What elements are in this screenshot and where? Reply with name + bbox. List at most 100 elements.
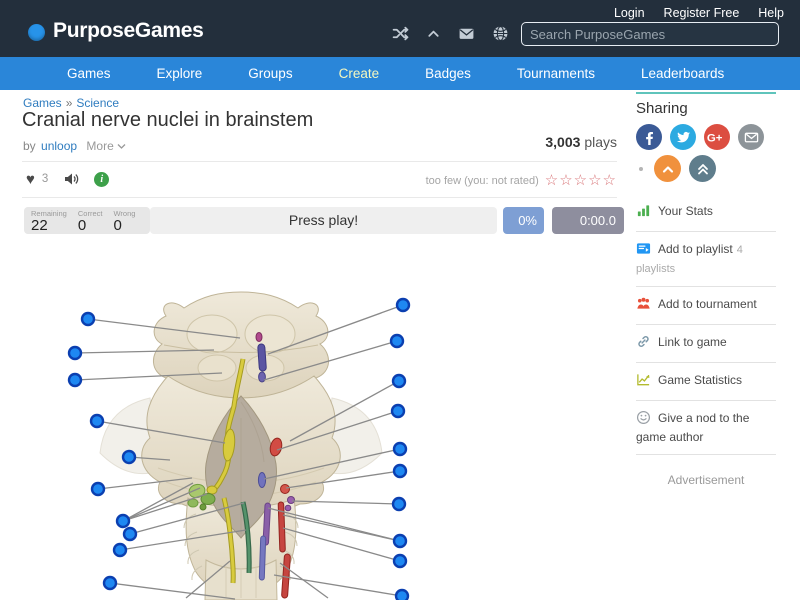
leader-line xyxy=(97,477,193,490)
leader-line xyxy=(263,340,398,381)
sharing-title: Sharing xyxy=(636,100,688,117)
counter-label: Wrong xyxy=(113,209,136,218)
sound-icon[interactable] xyxy=(63,171,79,187)
target-marker[interactable] xyxy=(390,403,406,419)
target-marker[interactable] xyxy=(67,372,83,388)
target-marker[interactable] xyxy=(80,311,96,327)
top-link-help[interactable]: Help xyxy=(758,6,784,20)
leader-line xyxy=(109,582,236,600)
target-marker[interactable] xyxy=(67,345,83,361)
rating: too few (you: not rated) ☆☆☆☆☆ xyxy=(426,173,617,188)
menu-item-label: Add to playlist xyxy=(658,242,733,256)
leader-line xyxy=(122,487,201,522)
link-icon xyxy=(636,334,651,353)
menu-item-label: Game Statistics xyxy=(658,373,743,387)
leader-line xyxy=(129,502,245,535)
menu-item-game-statistics[interactable]: Game Statistics xyxy=(636,363,776,401)
target-marker[interactable] xyxy=(102,575,118,591)
target-marker[interactable] xyxy=(89,413,105,429)
target-marker[interactable] xyxy=(115,513,131,529)
star-rating[interactable]: ☆☆☆☆☆ xyxy=(544,172,617,189)
counter-value: 0 xyxy=(77,217,87,234)
target-marker[interactable] xyxy=(122,526,138,542)
playlist-icon xyxy=(636,241,651,260)
target-marker[interactable] xyxy=(392,533,408,549)
email-icon[interactable] xyxy=(738,124,764,150)
target-marker[interactable] xyxy=(389,333,405,349)
like-heart-icon[interactable]: ♥ xyxy=(26,170,35,188)
press-play-button[interactable]: Press play! xyxy=(150,207,497,234)
target-marker[interactable] xyxy=(392,441,408,457)
breadcrumb-separator: » xyxy=(65,96,73,110)
leader-line xyxy=(122,482,194,522)
share-buttons: G+ xyxy=(636,124,776,150)
nav-item-groups[interactable]: Groups xyxy=(248,66,293,81)
nav-item-leaderboards[interactable]: Leaderboards xyxy=(640,66,725,81)
menu-item-your-stats[interactable]: Your Stats xyxy=(636,194,776,232)
nav-item-games[interactable]: Games xyxy=(67,66,111,81)
top-link-register-free[interactable]: Register Free xyxy=(663,6,740,20)
target-marker[interactable] xyxy=(121,449,137,465)
twitter-icon[interactable] xyxy=(670,124,696,150)
menu-item-label: Your Stats xyxy=(658,204,713,218)
nav-item-explore[interactable]: Explore xyxy=(156,66,203,81)
menu-item-give-a-nod-to-the-game-author[interactable]: Give a nod to the game author xyxy=(636,401,776,455)
double-chevron-up-icon[interactable] xyxy=(689,155,716,182)
top-links: Login Register Free Help xyxy=(614,6,784,20)
nav-item-create[interactable]: Create xyxy=(338,66,380,81)
leader-line xyxy=(276,410,399,451)
nav-item-tournaments[interactable]: Tournaments xyxy=(516,66,595,81)
main-nav: Games Explore Groups Create Badges Tournament… xyxy=(0,57,800,90)
tournament-icon xyxy=(636,296,651,315)
counter-value: 22 xyxy=(31,217,48,234)
target-marker[interactable] xyxy=(395,297,411,313)
chevron-down-icon xyxy=(117,144,126,149)
chevron-up-icon[interactable] xyxy=(426,26,441,41)
header-icon-bar xyxy=(392,25,509,42)
leader-line xyxy=(122,493,208,522)
info-icon[interactable]: i xyxy=(94,171,110,187)
main-content: Games»Science Cranial nerve nuclei in br… xyxy=(0,90,800,600)
target-marker[interactable] xyxy=(391,496,407,512)
search-input[interactable] xyxy=(521,22,779,46)
author-link[interactable]: unloop xyxy=(41,139,78,153)
top-header: PurposeGames Login Register Free Help xyxy=(0,0,800,57)
globe-icon[interactable] xyxy=(492,25,509,42)
nav-item-badges[interactable]: Badges xyxy=(425,66,471,81)
target-marker[interactable] xyxy=(392,553,408,569)
bullet-dot xyxy=(639,166,643,171)
target-marker[interactable] xyxy=(90,481,106,497)
target-marker[interactable] xyxy=(112,542,128,558)
game-board[interactable] xyxy=(60,278,635,600)
brand-logo-icon[interactable] xyxy=(28,24,45,41)
top-link-login[interactable]: Login xyxy=(613,6,645,20)
target-marker[interactable] xyxy=(391,373,407,389)
plays-count: 3,003 plays xyxy=(545,134,617,150)
leader-line xyxy=(96,420,226,444)
target-marker[interactable] xyxy=(392,463,408,479)
leader-line xyxy=(87,318,241,339)
more-dropdown[interactable]: More xyxy=(86,139,126,153)
menu-item-label: Add to tournament xyxy=(658,297,757,311)
leader-line xyxy=(74,349,215,354)
menu-item-label: Give a nod to the game author xyxy=(636,411,750,444)
menu-item-link-to-game[interactable]: Link to game xyxy=(636,325,776,363)
brainstem-image[interactable] xyxy=(60,278,635,600)
mail-icon[interactable] xyxy=(458,25,475,42)
facebook-icon[interactable] xyxy=(636,124,662,150)
byline: by unloop More xyxy=(23,139,126,153)
brand-title[interactable]: PurposeGames xyxy=(53,19,204,42)
breadcrumb: Games»Science xyxy=(23,96,119,110)
menu-item-add-to-tournament[interactable]: Add to tournament xyxy=(636,287,776,325)
page-title: Cranial nerve nuclei in brainstem xyxy=(22,109,314,131)
googleplus-icon[interactable]: G+ xyxy=(704,124,730,150)
chevron-up-icon[interactable] xyxy=(654,155,681,182)
target-marker[interactable] xyxy=(394,588,410,600)
breadcrumb-link-science[interactable]: Science xyxy=(76,96,120,110)
shuffle-icon[interactable] xyxy=(392,25,409,42)
breadcrumb-link-games[interactable]: Games xyxy=(23,96,62,110)
leader-line xyxy=(119,529,247,551)
vote-buttons xyxy=(636,155,776,182)
